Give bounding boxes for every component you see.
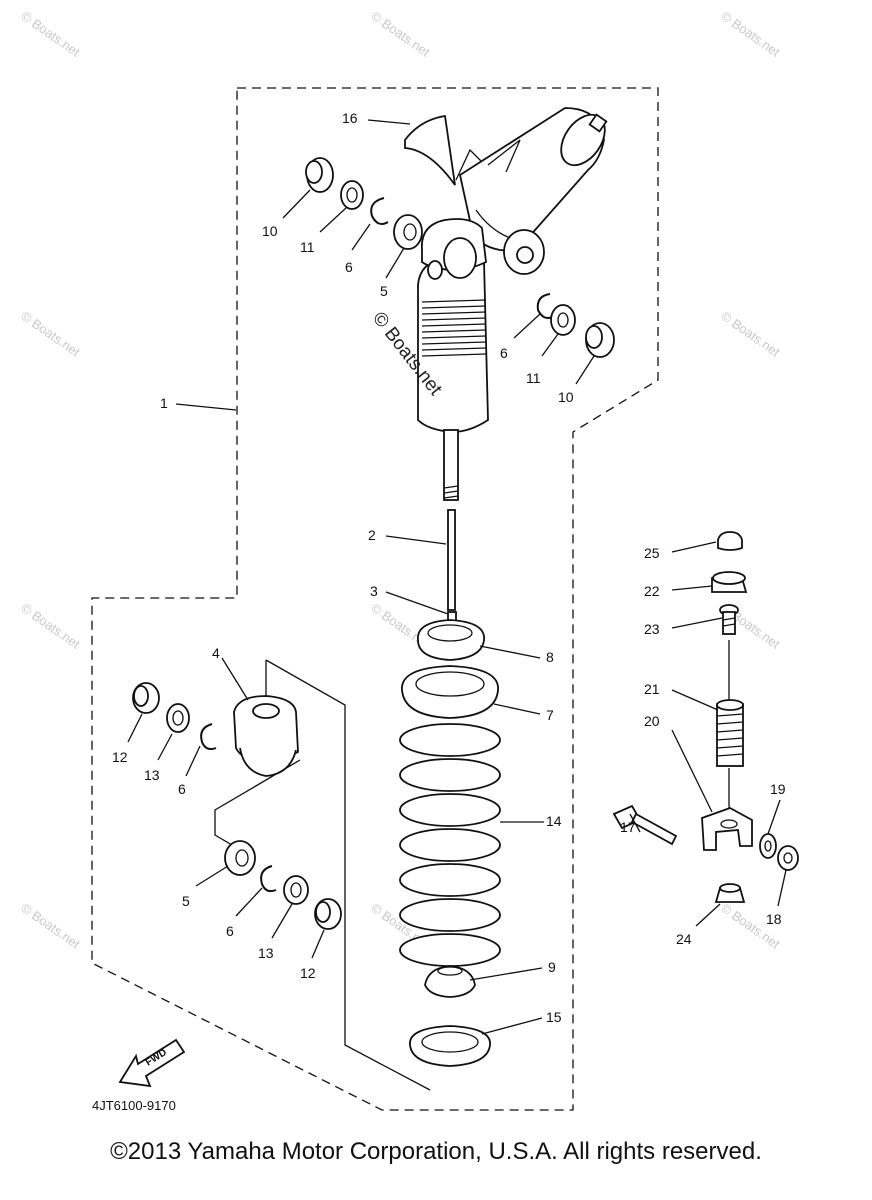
callout-10: 10 [262, 223, 278, 239]
spring-14 [399, 723, 501, 967]
nut-18 [777, 845, 799, 871]
bushing-12-lower [314, 898, 342, 930]
bracket-20 [701, 807, 753, 851]
callout-17: 17 [620, 819, 636, 835]
assembly-boundary [91, 87, 659, 1111]
callout-20: 20 [644, 713, 660, 729]
circlip-6-lower-upper [200, 723, 217, 751]
spring-guide-8 [417, 619, 485, 661]
circlip-6-upper-left [370, 197, 389, 225]
callout-13: 13 [258, 945, 274, 961]
lower-bracket-4 [233, 695, 299, 777]
watermark: © Boats.net [718, 308, 783, 360]
bushing-10-upper-left [305, 157, 334, 193]
reference-line [214, 759, 301, 846]
callout-12: 12 [300, 965, 316, 981]
callout-24: 24 [676, 931, 692, 947]
callout-12: 12 [112, 749, 128, 765]
callout-1: 1 [160, 395, 168, 411]
shock-reservoir [458, 107, 608, 275]
callout-2: 2 [368, 527, 376, 543]
washer-13-lower [283, 875, 309, 905]
callout-22: 22 [644, 583, 660, 599]
washer-13-upper [166, 703, 190, 733]
part-16-label-sheet [404, 114, 521, 186]
watermark: © Boats.net [18, 600, 83, 652]
callout-11: 11 [300, 239, 315, 255]
leader-lines [127, 119, 787, 1035]
callout-7: 7 [546, 707, 554, 723]
threaded-rod-21 [716, 699, 744, 767]
callout-11: 11 [526, 370, 541, 386]
bushing-10-upper-right [585, 322, 615, 358]
callout-21: 21 [644, 681, 660, 697]
callout-5: 5 [182, 893, 190, 909]
callout-6: 6 [500, 345, 508, 361]
watermark: © Boats.net [368, 8, 433, 60]
bearing-5-upper [393, 214, 423, 250]
lower-spring-seat-15 [409, 1025, 491, 1067]
washer-19 [759, 833, 777, 859]
push-rod-2 [447, 509, 456, 611]
bushing-12-upper [132, 682, 160, 714]
callout-3: 3 [370, 583, 378, 599]
circlip-6-lower-lower [260, 865, 277, 893]
watermark: © Boats.net [18, 900, 83, 952]
adjuster-bolt-23 [719, 604, 739, 635]
callout-25: 25 [644, 545, 660, 561]
callout-16: 16 [342, 110, 358, 126]
nut-24 [714, 883, 746, 903]
cap-25 [717, 531, 743, 551]
callout-6: 6 [178, 781, 186, 797]
callout-15: 15 [546, 1009, 562, 1025]
callout-10: 10 [558, 389, 574, 405]
bump-stopper-9 [424, 965, 476, 998]
diagram-part-number: 4JT6100-9170 [92, 1098, 176, 1113]
callout-18: 18 [766, 911, 782, 927]
nut-22 [711, 571, 748, 593]
shock-body [417, 218, 489, 501]
callout-6: 6 [226, 923, 234, 939]
copyright-notice: ©2013 Yamaha Motor Corporation, U.S.A. A… [110, 1138, 762, 1165]
body-threads [421, 299, 487, 357]
seal-11-upper-left [340, 180, 364, 210]
fwd-arrow-icon: FWD [118, 1038, 186, 1088]
watermark: © Boats.net [18, 308, 83, 360]
callout-9: 9 [548, 959, 556, 975]
reference-line [265, 659, 431, 1091]
callouts: 16 10 11 6 5 6 11 10 1 2 3 8 7 14 9 15 4… [112, 110, 786, 1025]
callout-19: 19 [770, 781, 786, 797]
watermark: © Boats.net [18, 8, 83, 60]
bearing-5-lower [224, 840, 256, 876]
callout-5: 5 [380, 283, 388, 299]
spring-seat-7 [401, 665, 499, 719]
callout-14: 14 [546, 813, 562, 829]
callout-8: 8 [546, 649, 554, 665]
seal-11-upper-right [550, 304, 576, 336]
bolt-17 [612, 804, 678, 846]
callout-6: 6 [345, 259, 353, 275]
circlip-6-upper-right [536, 293, 555, 319]
callout-4: 4 [212, 645, 220, 661]
callout-23: 23 [644, 621, 660, 637]
watermark: © Boats.net [718, 8, 783, 60]
callout-13: 13 [144, 767, 160, 783]
